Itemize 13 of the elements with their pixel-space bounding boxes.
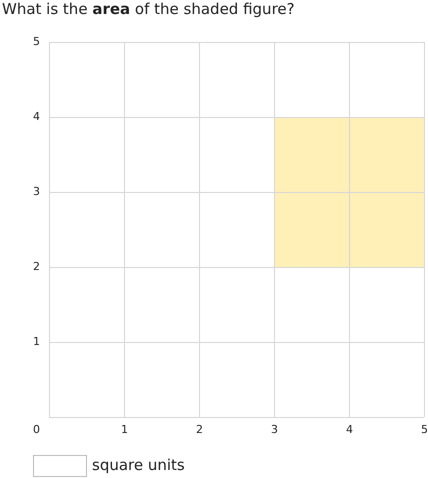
- x-tick-label: 1: [121, 423, 128, 436]
- y-tick-label: 5: [33, 35, 40, 48]
- x-tick-label: 5: [421, 423, 428, 436]
- x-tick-label: 3: [271, 423, 278, 436]
- x-tick-label: 0: [33, 423, 40, 436]
- question-text: What is the area of the shaded figure?: [2, 0, 295, 18]
- x-tick-label: 4: [346, 423, 353, 436]
- y-tick-label: 3: [33, 185, 40, 198]
- y-tick-label: 4: [33, 110, 40, 123]
- answer-unit-label: square units: [92, 456, 185, 474]
- x-tick-label: 2: [196, 423, 203, 436]
- y-tick-label: 2: [33, 260, 40, 273]
- y-tick-label: 1: [33, 335, 40, 348]
